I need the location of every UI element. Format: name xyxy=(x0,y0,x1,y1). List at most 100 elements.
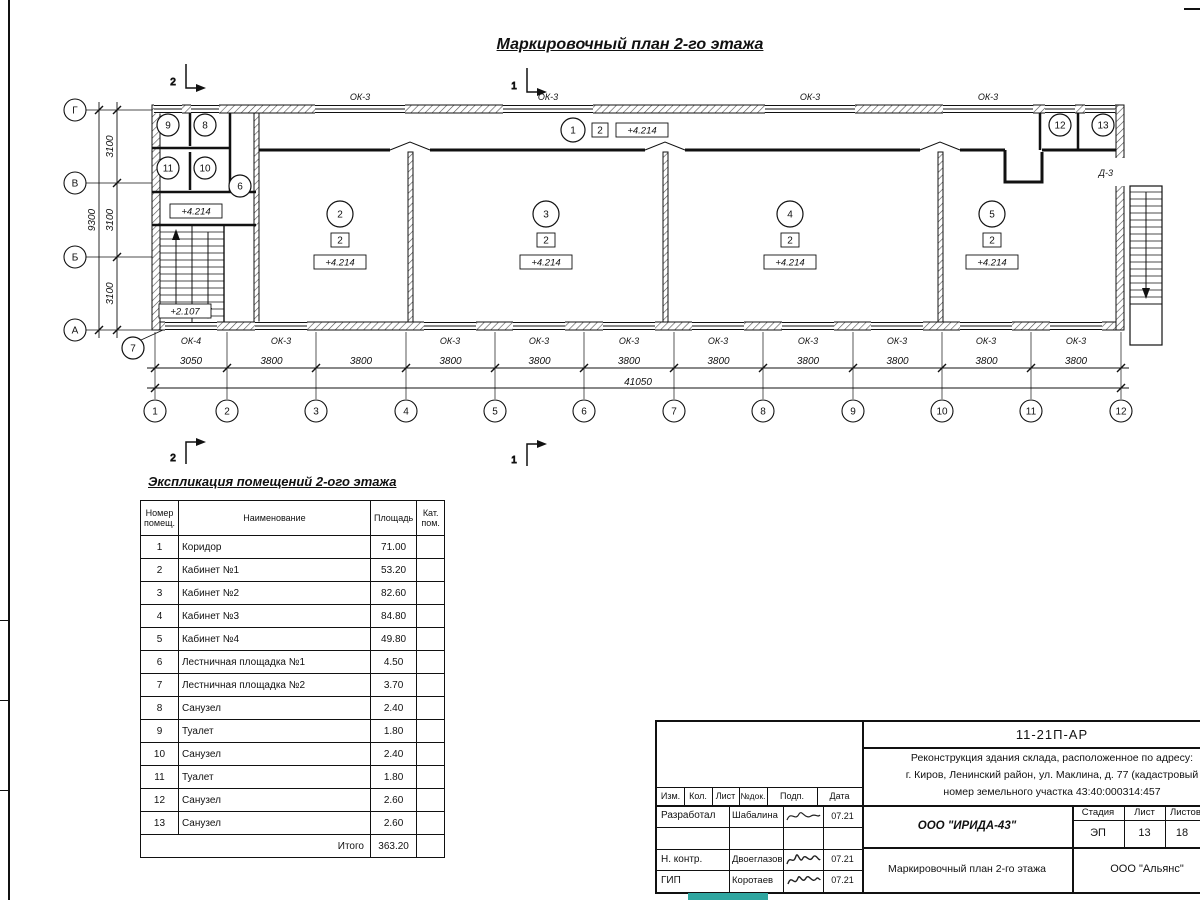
section-marks: 2 1 2 1 xyxy=(170,64,547,467)
schedule-title: Экспликация помещений 2-ого этажа xyxy=(148,474,397,489)
schedule-cell-cat xyxy=(416,673,446,697)
elevation-stair: +2.107 xyxy=(170,307,200,318)
schedule-cell: Санузел xyxy=(177,811,371,835)
annotation-box xyxy=(536,232,556,248)
room-bubble xyxy=(776,200,804,228)
dim-tick xyxy=(669,363,679,373)
signer-date: 07.21 xyxy=(831,811,854,821)
plan-label: 3 xyxy=(313,407,319,418)
plan-label: 4 xyxy=(787,210,793,221)
row-axis-bubble xyxy=(63,318,87,342)
schedule-cell: Санузел xyxy=(177,696,371,720)
dim-tick xyxy=(937,363,947,373)
plan-label: 3800 xyxy=(707,356,730,367)
right-wall-door-gap xyxy=(1115,158,1125,186)
grid-bubble xyxy=(930,399,954,423)
plan-label: ОК-3 xyxy=(1066,336,1086,346)
room-bubble xyxy=(1091,113,1115,137)
section-1-bottom: 1 xyxy=(511,455,517,466)
schedule-cell: 13 xyxy=(140,811,179,835)
room-bubble xyxy=(156,113,180,137)
rev-col-podp: Подп. xyxy=(780,791,804,801)
room-bubble xyxy=(193,156,217,180)
schedule-cell-cat xyxy=(416,581,446,605)
schedule-cell: 53.20 xyxy=(369,558,418,582)
plan-label: 3800 xyxy=(618,356,641,367)
dim-tick xyxy=(401,363,411,373)
interior-partitions xyxy=(152,113,1125,227)
plan-label: 3800 xyxy=(1065,356,1088,367)
schedule-cell: 1.80 xyxy=(369,719,418,743)
schedule-cell: 1 xyxy=(140,535,179,559)
grid-bubble xyxy=(215,399,239,423)
schedule-cell: 3 xyxy=(140,581,179,605)
grid-bubble xyxy=(572,399,596,423)
section-1-top: 1 xyxy=(511,81,517,92)
schedule-cell: Лестничная площадка №1 xyxy=(177,650,371,674)
plan-label: 11 xyxy=(1026,407,1037,418)
plan-label: +4.214 xyxy=(325,258,354,269)
row-axis-bubble xyxy=(63,171,87,195)
row-axis-bubble xyxy=(63,245,87,269)
plan-label: ОК-3 xyxy=(271,336,291,346)
plan-label: 10 xyxy=(199,164,211,175)
schedule-total-label: Итого xyxy=(140,834,371,858)
plan-label: 2 xyxy=(543,236,549,247)
schedule-cell-cat xyxy=(416,535,446,559)
plan-label: 2 xyxy=(787,236,793,247)
plan-label: ОК-3 xyxy=(538,92,558,102)
grid-bubble xyxy=(751,399,775,423)
schedule-header-name: Наименование xyxy=(177,500,371,536)
design-company: ООО "ИРИДА-43" xyxy=(917,820,1017,832)
schedule-cell-cat xyxy=(416,742,446,766)
schedule-cell-cat xyxy=(416,765,446,789)
schedule-cell: Кабинет №4 xyxy=(177,627,371,651)
plan-label: ОК-3 xyxy=(440,336,460,346)
plan-label: ОК-3 xyxy=(887,336,907,346)
schedule-total-cat xyxy=(416,834,446,858)
plan-label: 3 xyxy=(543,210,549,221)
plan-label: +4.214 xyxy=(977,258,1006,269)
schedule-total-area: 363.20 xyxy=(369,834,418,858)
plan-label: 3800 xyxy=(260,356,283,367)
room-schedule-table: Номер помещ. Наименование Площадь Кат. п… xyxy=(140,500,446,858)
plan-label: ОК-3 xyxy=(708,336,728,346)
room1-elevation: +4.214 xyxy=(627,126,656,137)
sheets-value: 18 xyxy=(1175,827,1189,839)
plan-label: 7 xyxy=(130,344,136,355)
schedule-cell: 12 xyxy=(140,788,179,812)
room-bubble xyxy=(193,113,217,137)
rev-col-data: Дата xyxy=(829,791,850,801)
room-bubble xyxy=(1048,113,1072,137)
schedule-cell: 3.70 xyxy=(369,673,418,697)
annotation-box xyxy=(313,254,367,270)
room-bubble xyxy=(532,200,560,228)
schedule-header-num: Номер помещ. xyxy=(140,500,179,536)
plan-label: 3800 xyxy=(797,356,820,367)
plan-label: 7 xyxy=(671,407,677,418)
plan-label: 1 xyxy=(152,407,158,418)
grid-bubble xyxy=(1109,399,1133,423)
schedule-cell: Кабинет №1 xyxy=(177,558,371,582)
room1-level-tag: 2 xyxy=(597,126,603,137)
dim-tick xyxy=(1026,363,1036,373)
schedule-cell-cat xyxy=(416,788,446,812)
doc-number: 11-21П-АР xyxy=(1015,727,1089,742)
dim-tick xyxy=(112,325,122,335)
schedule-cell-cat xyxy=(416,719,446,743)
schedule-header-area: Площадь xyxy=(369,500,418,536)
signer-name: Шабалина xyxy=(732,810,778,821)
dim-tick xyxy=(579,363,589,373)
schedule-cell: Кабинет №3 xyxy=(177,604,371,628)
dim-tick xyxy=(150,363,160,373)
annotation-box xyxy=(982,232,1002,248)
plan-label: 5 xyxy=(989,210,995,221)
room-bubble xyxy=(978,200,1006,228)
